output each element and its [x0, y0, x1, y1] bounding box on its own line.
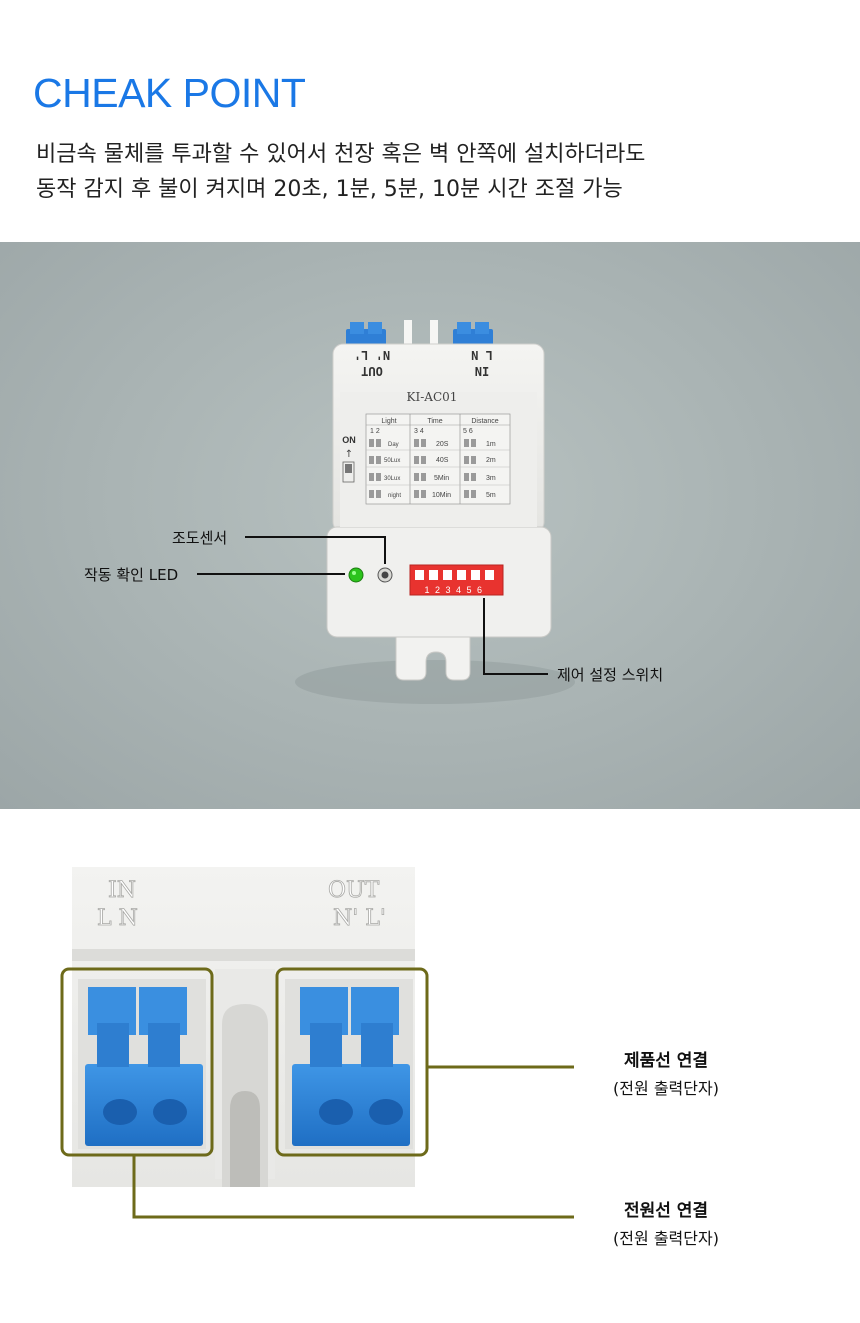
power-wire-subtitle: (전원 출력단자): [613, 1229, 719, 1248]
light-row: Day: [388, 442, 399, 448]
in-label: IN: [475, 364, 489, 378]
in-pins: L N: [471, 348, 493, 362]
out-pins: N' L': [354, 348, 390, 362]
col-light: Light: [381, 418, 396, 425]
out-label: OUT: [361, 364, 383, 378]
out-embossed-label: OUT: [328, 878, 380, 903]
in-embossed-pins: L N: [97, 906, 138, 931]
terminal-closeup-photo: IN L N OUT N' L': [0, 809, 860, 1323]
sub-distance: 5 6: [463, 428, 473, 435]
col-distance: Distance: [471, 418, 498, 425]
on-switch-icon: [342, 461, 355, 483]
out-terminal-block: [285, 979, 413, 1149]
light-row: 50Lux: [384, 458, 400, 464]
light-row: 30Lux: [384, 476, 400, 482]
col-time: Time: [427, 418, 442, 425]
time-row: 10Min: [432, 492, 451, 499]
time-row: 40S: [436, 457, 449, 464]
sub-light: 1 2: [370, 428, 380, 435]
product-photo-top: OUT N' L' IN L N KI-AC01 ON ↑ Light Time…: [0, 242, 860, 809]
power-wire-title: 전원선 연결: [623, 1201, 709, 1221]
sub-time: 3 4: [414, 428, 424, 435]
model-label: KI-AC01: [407, 390, 458, 404]
out-outline: [275, 967, 429, 1157]
time-row: 20S: [436, 441, 449, 448]
time-row: 5Min: [434, 475, 449, 482]
dip-numbers: 123456: [424, 585, 487, 595]
out-embossed-pins: N' L': [333, 906, 386, 931]
product-wire-subtitle: (전원 출력단자): [613, 1079, 719, 1098]
in-terminal-block: [78, 979, 206, 1149]
distance-row: 1m: [486, 441, 496, 448]
led-callout: 작동 확인 LED: [84, 566, 179, 584]
led-indicator: [348, 567, 364, 583]
product-wire-title: 제품선 연결: [623, 1051, 709, 1071]
on-label: ON: [342, 435, 356, 445]
distance-row: 3m: [486, 475, 496, 482]
up-arrow-icon: ↑: [345, 449, 353, 460]
light-row: night: [388, 493, 401, 499]
distance-row: 2m: [486, 457, 496, 464]
description-line-2: 동작 감지 후 불이 켜지며 20초, 1분, 5분, 10분 시간 조절 가능: [36, 177, 623, 202]
dip-switch-callout: 제어 설정 스위치: [557, 666, 664, 684]
settings-table: Light Time Distance 1 2 3 4 5 6 Day 50Lu…: [365, 413, 511, 505]
distance-row: 5m: [486, 492, 496, 499]
light-sensor-callout: 조도센서: [172, 529, 228, 547]
in-outline: [60, 967, 214, 1157]
in-embossed-label: IN: [108, 878, 136, 903]
dip-switch: 123456: [409, 564, 504, 596]
cheak-point-title: CHEAK POINT: [33, 70, 306, 116]
description-line-1: 비금속 물체를 투과할 수 있어서 천장 혹은 벽 안쪽에 설치하더라도: [36, 142, 646, 167]
